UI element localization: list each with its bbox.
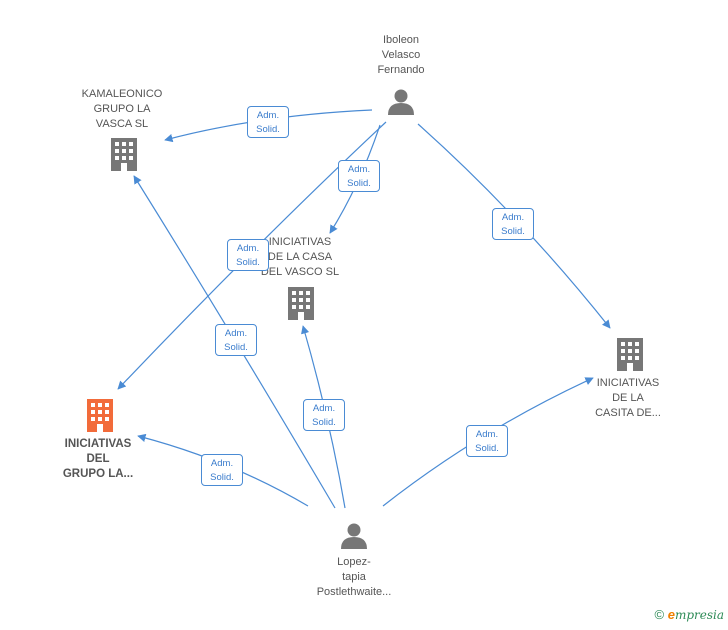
edge-tag-lopez-grupo[interactable]: Adm. Solid.	[201, 454, 243, 486]
edge-tag-iboleon-grupo[interactable]: Adm. Solid.	[227, 239, 269, 271]
edge-tag-lopez-casita[interactable]: Adm. Solid.	[466, 425, 508, 457]
copyright-symbol: ©	[654, 607, 665, 622]
building-icon	[111, 138, 137, 171]
brand-name: mpresia	[674, 608, 724, 622]
building-icon	[288, 287, 314, 320]
edge-tag-lopez-casa-vasco[interactable]: Adm. Solid.	[303, 399, 345, 431]
building-icon-highlighted	[87, 399, 113, 432]
brand-initial: e	[667, 607, 675, 622]
person-icon	[341, 523, 367, 549]
building-icon	[617, 338, 643, 371]
person-icon	[388, 89, 414, 115]
node-label-casa-vasco[interactable]: INICIATIVAS DE LA CASA DEL VASCO SL	[260, 236, 340, 278]
node-label-casita[interactable]: INICIATIVAS DE LA CASITA DE...	[595, 377, 661, 419]
node-label-iboleon[interactable]: Iboleon Velasco Fernando	[377, 34, 425, 76]
node-label-kamaleonico[interactable]: KAMALEONICO GRUPO LA VASCA SL	[81, 88, 163, 130]
node-label-grupo[interactable]: INICIATIVAS DEL GRUPO LA...	[62, 438, 134, 480]
edge-tag-iboleon-casa-vasco[interactable]: Adm. Solid.	[338, 160, 380, 192]
node-label-lopez[interactable]: Lopez- tapia Postlethwaite...	[316, 556, 392, 598]
empresia-logo: © empresia	[654, 607, 724, 622]
edge-tag-iboleon-kamaleonico[interactable]: Adm. Solid.	[247, 106, 289, 138]
edge-tag-iboleon-casita[interactable]: Adm. Solid.	[492, 208, 534, 240]
edge-tag-lopez-kamaleonico[interactable]: Adm. Solid.	[215, 324, 257, 356]
